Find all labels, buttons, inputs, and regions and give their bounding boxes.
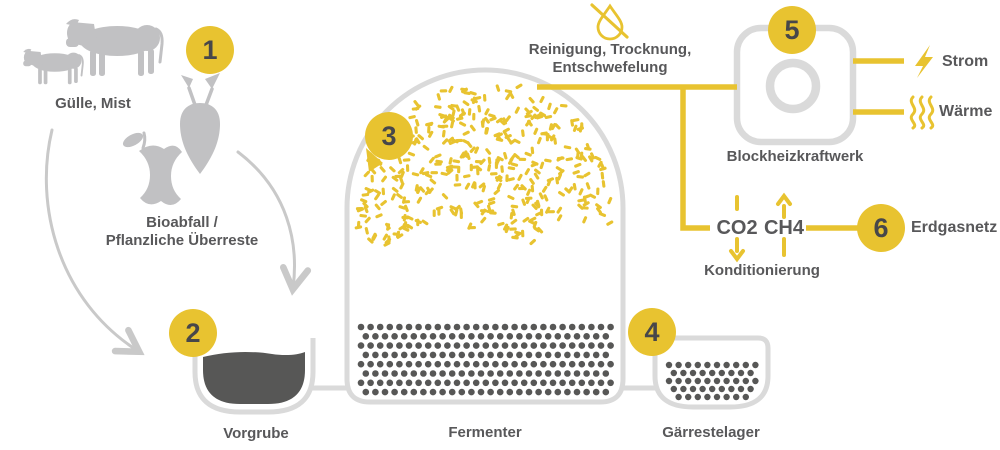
biogas-particles xyxy=(354,83,614,247)
label-reinigung-line1: Reinigung, Trocknung, xyxy=(528,41,692,58)
label-blockheizkraftwerk: Blockheizkraftwerk xyxy=(726,148,864,165)
vorgrube-vessel xyxy=(192,338,316,415)
beet-icon xyxy=(180,73,220,174)
label-waerme: Wärme xyxy=(939,103,993,120)
step-badge-3: 3 xyxy=(365,112,413,160)
engine-ring-icon xyxy=(765,58,821,114)
co2-removal-arrow xyxy=(729,195,745,263)
apple-core-icon xyxy=(122,131,182,206)
flow-arrow-guelle-to-vorgrube xyxy=(44,128,145,356)
lightning-icon xyxy=(915,45,933,78)
step-badge-1: 1 xyxy=(186,26,234,74)
label-strom: Strom xyxy=(942,53,989,70)
cow-icon-small xyxy=(22,47,84,86)
water-drop-crossed-icon xyxy=(590,3,629,41)
step-badge-5: 5 xyxy=(768,6,816,54)
step-badge-4: 4 xyxy=(628,308,676,356)
label-konditionierung: Konditionierung xyxy=(704,262,820,279)
vorgrube-substrate xyxy=(203,351,305,404)
label-bioabfall-line2: Pflanzliche Überreste xyxy=(105,232,259,249)
label-bioabfall-line1: Bioabfall / xyxy=(146,214,218,231)
heat-waves-icon xyxy=(909,95,935,130)
flow-arrow-bioabfall-to-vorgrube xyxy=(236,150,312,296)
gaerrestelager-vessel xyxy=(652,335,771,410)
label-reinigung-line2: Entschwefelung xyxy=(552,59,668,76)
digestate-dots xyxy=(665,361,759,401)
gas-pipe-branch-to-konditionierung xyxy=(680,85,710,231)
cow-icon-large xyxy=(64,17,164,78)
badge-3-tail xyxy=(366,148,383,172)
step-badge-2: 2 xyxy=(169,309,217,357)
label-reinigung: Reinigung, Trocknung, Entschwefelung xyxy=(529,41,692,77)
label-gaerrestelager: Gärrestelager xyxy=(662,424,760,441)
label-erdgasnetz: Erdgasnetz xyxy=(911,219,998,236)
label-fermenter: Fermenter xyxy=(448,424,522,441)
label-ch4: CH4 xyxy=(763,217,805,239)
fermenter-substrate-dots xyxy=(357,323,614,396)
label-co2: CO2 xyxy=(716,217,758,239)
label-vorgrube: Vorgrube xyxy=(223,425,289,442)
ch4-flow-arrow xyxy=(776,192,792,257)
label-guelle-mist: Gülle, Mist xyxy=(55,95,131,112)
step-badge-6: 6 xyxy=(857,204,905,252)
label-bioabfall: Bioabfall / Pflanzliche Überreste xyxy=(106,214,259,250)
